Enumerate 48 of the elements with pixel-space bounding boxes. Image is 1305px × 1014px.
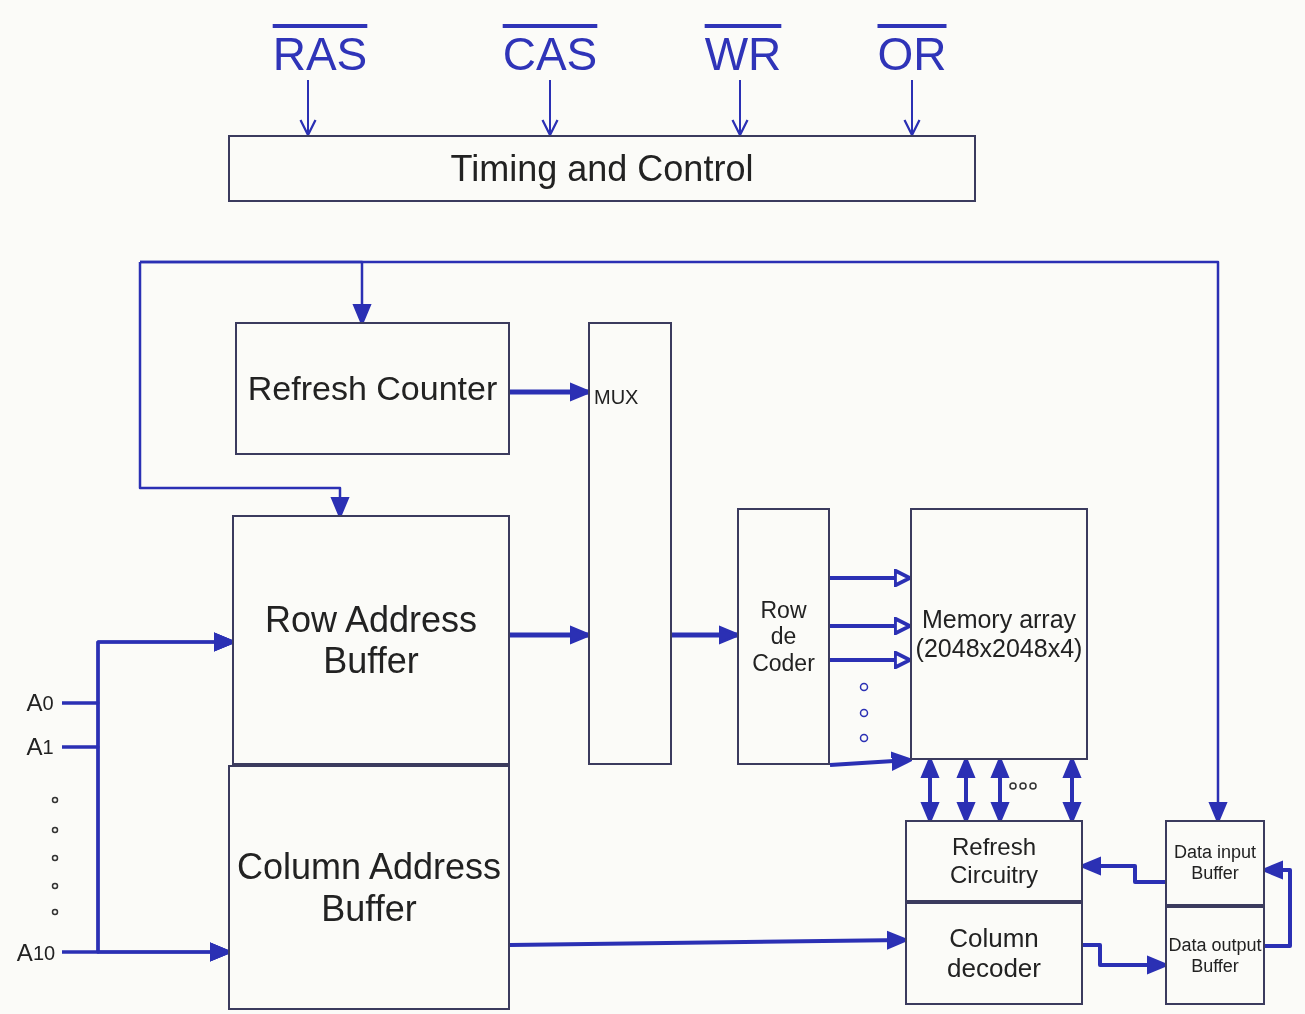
block-box xyxy=(235,322,510,455)
arrow xyxy=(672,625,740,645)
arrow xyxy=(62,942,231,962)
block-label: Data output Buffer xyxy=(1167,934,1263,977)
arrow xyxy=(541,79,559,137)
arrow xyxy=(830,568,912,588)
double-arrow xyxy=(920,757,940,823)
block-box xyxy=(588,322,672,765)
block-label: Column Address Buffer xyxy=(235,846,503,929)
arrow xyxy=(138,262,350,518)
arrow xyxy=(1262,860,1292,948)
arrow xyxy=(509,930,908,950)
block-box xyxy=(228,765,510,1010)
arrow xyxy=(829,751,913,771)
block-label: Refresh Counter xyxy=(247,368,498,409)
signal-label: RAS xyxy=(250,28,390,80)
block-box xyxy=(905,902,1083,1005)
block-label: Refresh Circuitry xyxy=(949,833,1039,889)
arrow xyxy=(510,382,591,402)
block-label: Row de Coder xyxy=(751,596,816,677)
block-label: Timing and Control xyxy=(450,147,754,190)
double-arrow xyxy=(956,757,976,823)
block-box xyxy=(737,508,830,765)
signal-label: OR xyxy=(862,28,962,80)
arrow xyxy=(903,79,921,137)
block-label: Row Address Buffer xyxy=(263,598,479,682)
double-arrow xyxy=(990,757,1010,823)
block-box xyxy=(1165,906,1265,1005)
arrow xyxy=(510,625,591,645)
block-label: MUX xyxy=(594,386,639,409)
arrow xyxy=(299,79,317,137)
block-label: Memory array (2048x2048x4) xyxy=(914,605,1084,663)
block-label: Column decoder xyxy=(946,923,1042,984)
arrow xyxy=(830,650,912,670)
block-label: Data input Buffer xyxy=(1172,842,1258,884)
block-box xyxy=(910,508,1088,760)
arrow xyxy=(1080,856,1165,884)
block-box xyxy=(228,135,976,202)
double-arrow xyxy=(1062,757,1082,823)
signal-label: CAS xyxy=(475,28,625,80)
arrow xyxy=(830,616,912,636)
arrow xyxy=(140,260,1228,823)
block-box xyxy=(232,515,510,765)
block-box xyxy=(905,820,1083,902)
block-box xyxy=(1165,820,1265,906)
arrow xyxy=(731,79,749,137)
signal-label: WR xyxy=(688,28,798,80)
arrow xyxy=(1083,943,1168,975)
